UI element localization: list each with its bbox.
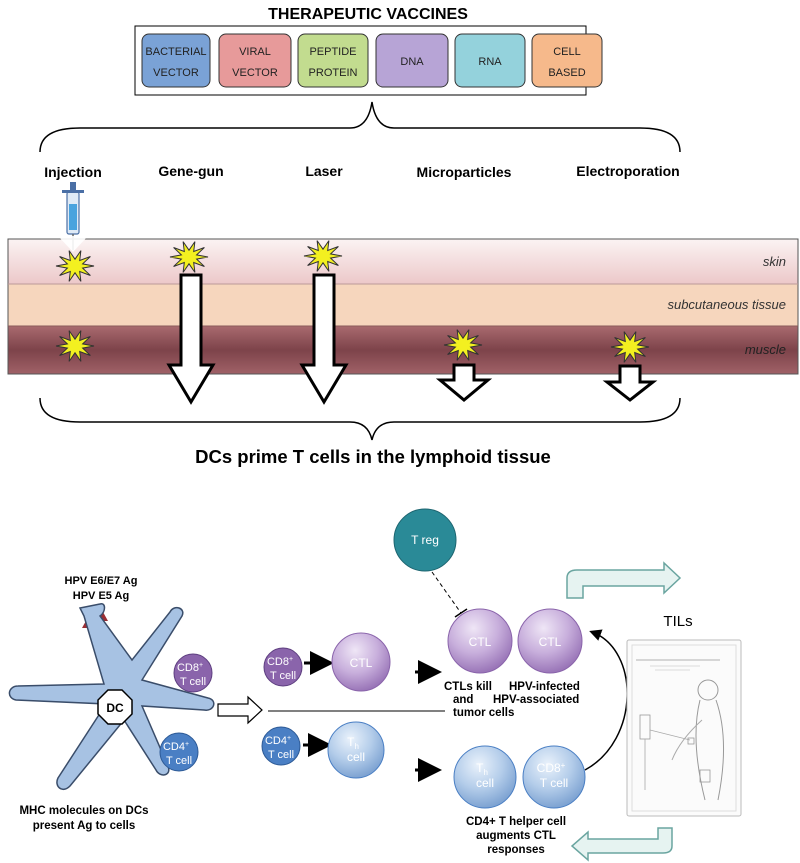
th-caption-line3: responses [487,844,545,856]
cd4-label: CD4+ [265,735,291,747]
tcell-label: T cell [268,749,294,761]
ctl-caption-a2: and [453,694,473,706]
tissue-outline [7,238,799,375]
starburst-icon [610,331,650,363]
vaccine-type-label: VIRAL [239,46,271,58]
starburst-icon [443,329,483,361]
syringe-icon [58,182,88,252]
tcell-label: T cell [270,670,296,682]
treg-inhibition-line [431,571,462,614]
cd8-label: CD8+ [177,662,203,674]
effector-ctl-cell [447,608,513,674]
ctl-caption-b1: HPV-infected [509,681,580,693]
tcell-label: T cell [180,676,206,688]
tcell-label: T cell [540,776,568,790]
vaccine-type-label: PEPTIDE [309,46,356,58]
cd4-tcell [261,726,301,766]
method-electroporation-label: Electroporation [576,163,679,179]
cd8-label: CD8+ [537,761,566,775]
vaccine-type-label: BACTERIAL [145,46,206,58]
antigen-label-e5: HPV E5 Ag [73,590,129,602]
dc-label: DC [106,701,124,715]
tils-return-arrow-top [566,561,682,599]
vaccine-type-label: DNA [400,56,424,68]
vaccine-type-label: BASED [548,67,585,79]
ctl-label: CTL [350,656,373,670]
cd8-tcell [263,647,303,687]
cd4-label: CD4+ [163,741,189,753]
vaccine-type-label: RNA [478,56,502,68]
vaccine-type-label: PROTEIN [309,67,358,79]
vaccine-type-label: VECTOR [232,67,278,79]
method-microparticles-label: Microparticles [417,164,512,180]
laser-arrow [299,273,349,405]
starburst-icon [169,241,209,273]
top-brace [39,101,681,153]
vaccine-type-label: CELL [553,46,581,58]
vaccine-type-list: BACTERIAL VECTOR VIRAL VECTOR PEPTIDE PROTEIN… [141,33,603,88]
treg-inhibition-bar [454,608,468,618]
dc-caption-line2: present Ag to cells [33,820,135,832]
ctl-caption-a3: tumor cells [453,707,514,719]
treg-cell [393,508,457,572]
vaccine-type-label: VECTOR [153,67,199,79]
vaccine-type-box: PEPTIDE PROTEIN [297,33,369,88]
dc-to-tcell-arrow [217,695,263,725]
th-caption-line1: CD4+ T helper cell [466,816,566,828]
tcell-label: T cell [166,755,192,767]
starburst-icon [55,250,95,282]
vaccine-type-box: DNA [375,33,449,88]
method-laser-label: Laser [305,163,343,179]
microparticles-arrow [435,363,493,402]
treg-label: T reg [411,533,439,547]
dc-caption-line1: MHC molecules on DCs [19,805,148,817]
delivery-burst-group [55,240,650,363]
ctl-caption-a1: CTLs kill [444,681,492,693]
subcutaneous-label: subcutaneous tissue [667,297,786,312]
diagram-title: THERAPEUTIC VACCINES [268,6,468,23]
starburst-icon [303,240,343,272]
ctl-label: CTL [469,635,492,649]
cell-label: cell [347,750,365,764]
th-cell [327,721,385,779]
skin-layer [8,239,798,284]
th-label: Th [347,735,359,751]
prime-heading: DCs prime T cells in the lymphoid tissue [195,446,551,467]
tils-return-arrow-bottom [570,827,673,862]
bottom-brace [39,397,681,441]
dc-nucleus [97,689,133,725]
method-injection-label: Injection [44,164,102,180]
vaccine-type-box: RNA [454,33,526,88]
effector-ctl-cell [517,608,583,674]
antigen-label-e6e7: HPV E6/E7 Ag [65,575,138,587]
vaccine-type-box: BACTERIAL VECTOR [141,33,211,88]
muscle-layer [8,326,798,374]
ctl-caption-b2: HPV-associated [493,694,579,706]
electroporation-arrow [602,364,658,402]
tils-label: TILs [663,613,692,630]
method-gene-gun-label: Gene-gun [158,163,223,179]
th-caption-line2: augments CTL [476,830,556,842]
starburst-icon [55,330,95,362]
ctl-cell [331,632,391,692]
cd8-tcell-near-dc [173,653,213,693]
cd8-label: CD8+ [267,656,293,668]
muscle-label: muscle [745,342,786,357]
th-label: Th [476,761,488,777]
gene-gun-arrow [166,273,216,405]
vaccine-type-box: VIRAL VECTOR [218,33,292,88]
effector-cd8-cell [522,745,586,809]
cd8-to-ctl-curved-arrow [584,629,628,771]
cd4-tcell-near-dc [159,732,199,772]
ctl-label: CTL [539,635,562,649]
cell-label: cell [476,776,494,790]
effector-th-cell [453,745,517,809]
skin-label: skin [763,254,786,269]
til-therapy-illustration [626,639,742,817]
subcutaneous-layer [8,284,798,326]
vaccine-type-box: CELL BASED [531,33,603,88]
